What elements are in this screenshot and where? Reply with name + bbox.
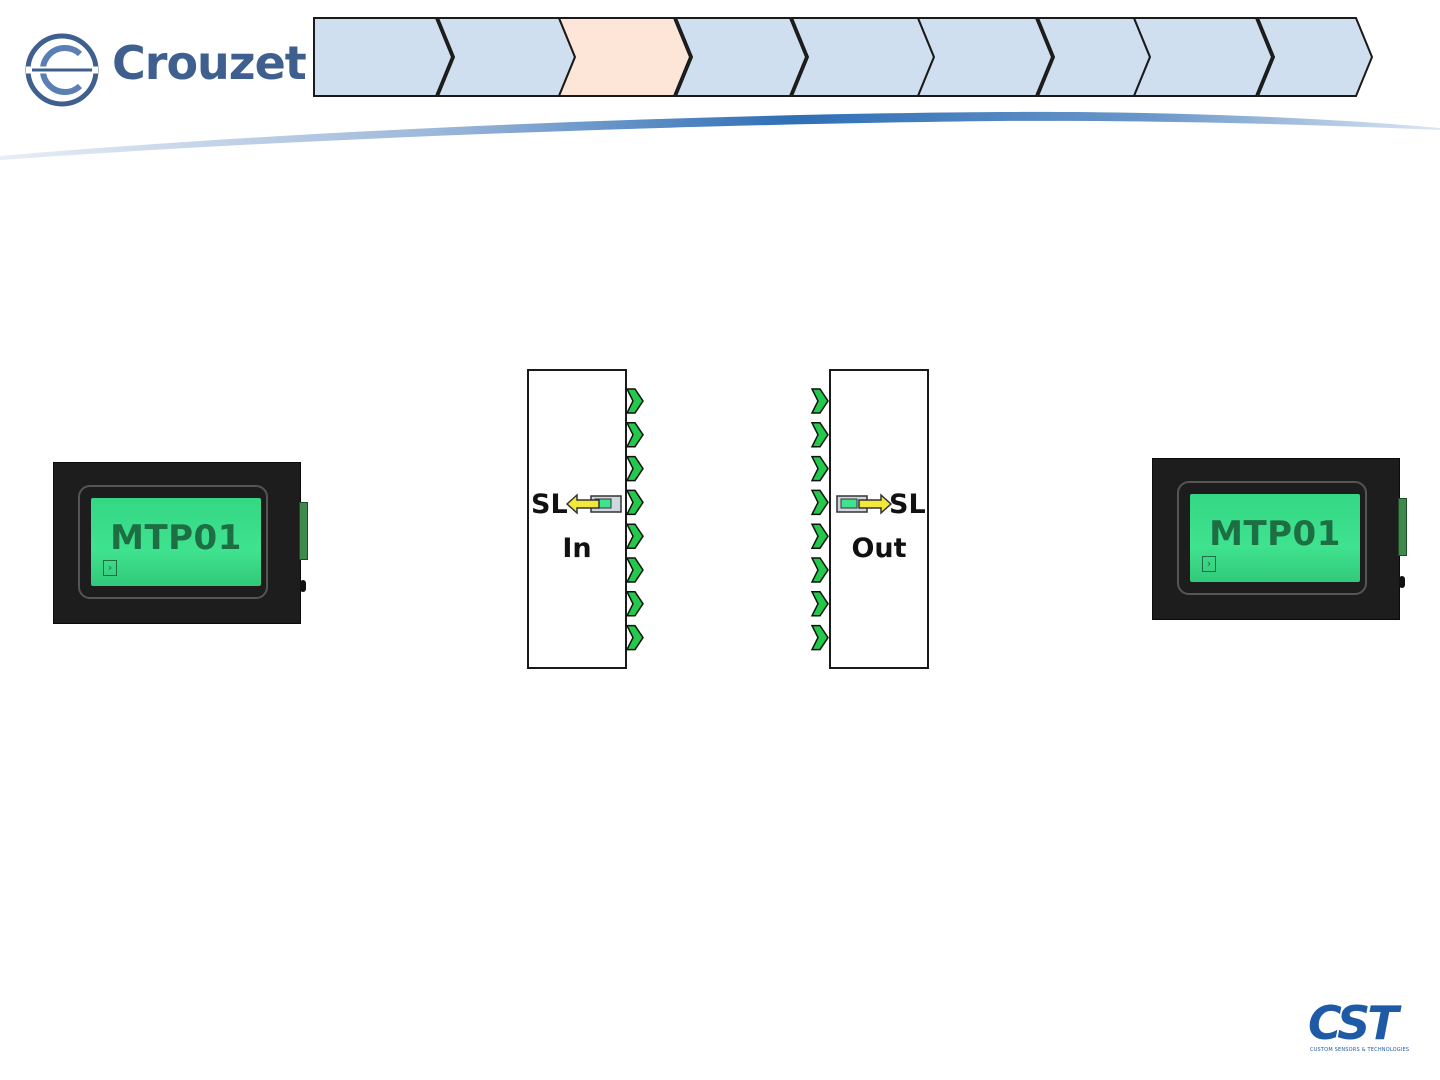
sl-out-title: SL [889, 489, 926, 520]
output-pin[interactable] [626, 557, 644, 583]
input-pin[interactable] [810, 489, 829, 516]
progress-step[interactable] [674, 17, 808, 97]
output-pin[interactable] [626, 523, 644, 549]
display-to-bus-arrow-icon [565, 493, 622, 515]
cst-logo: CST [1308, 996, 1399, 1050]
input-pin[interactable] [810, 591, 829, 617]
progress-step[interactable] [916, 17, 1054, 97]
crouzet-logo [22, 28, 312, 114]
output-pin[interactable] [626, 455, 644, 482]
progress-step[interactable] [313, 17, 454, 97]
menu-arrow-icon: › [103, 560, 117, 576]
progress-step[interactable] [1132, 17, 1274, 97]
input-pin[interactable] [810, 455, 829, 482]
menu-arrow-icon: › [1202, 556, 1216, 572]
device-knob [300, 580, 306, 592]
device-bezel [78, 485, 268, 599]
output-pin[interactable] [626, 422, 644, 448]
progress-step[interactable] [436, 17, 577, 97]
device-screen: MTP01 › [91, 498, 261, 586]
sl-in-output-pins [626, 388, 644, 651]
progress-step[interactable] [790, 17, 936, 97]
device-display-text: MTP01 [1209, 514, 1341, 554]
input-pin[interactable] [810, 422, 829, 448]
device-screen: MTP01 › [1190, 494, 1360, 582]
input-pin[interactable] [810, 557, 829, 583]
sl-in-title: SL [531, 489, 568, 520]
sl-in-label: In [562, 533, 592, 564]
sl-out-block[interactable]: SL Out [829, 369, 929, 669]
input-pin[interactable] [810, 523, 829, 549]
progress-step[interactable] [1256, 17, 1374, 97]
crouzet-wordmark: Crouzet [112, 36, 307, 90]
input-pin[interactable] [810, 388, 829, 414]
progress-steps [313, 17, 1374, 97]
input-pin[interactable] [810, 624, 829, 651]
progress-step[interactable] [1036, 17, 1152, 97]
output-pin[interactable] [626, 388, 644, 414]
device-display-text: MTP01 [110, 518, 242, 558]
device-knob [1399, 576, 1405, 588]
sl-out-input-pins [810, 388, 829, 651]
mtp01-device-left: MTP01 › [53, 462, 308, 624]
bus-to-display-arrow-icon [836, 493, 893, 515]
output-pin[interactable] [626, 489, 644, 516]
mtp01-device-right: MTP01 › [1152, 458, 1407, 620]
sl-in-block[interactable]: SL In [527, 369, 627, 669]
terminal-connector [299, 502, 308, 560]
output-pin[interactable] [626, 591, 644, 617]
header-swoosh-divider [0, 111, 1440, 160]
progress-step-active[interactable] [557, 17, 692, 97]
sl-out-label: Out [851, 533, 907, 564]
crouzet-emblem-icon [25, 33, 99, 107]
device-bezel [1177, 481, 1367, 595]
terminal-connector [1398, 498, 1407, 556]
output-pin[interactable] [626, 624, 644, 651]
cst-logo-tagline: CUSTOM SENSORS & TECHNOLOGIES [1310, 1047, 1410, 1053]
